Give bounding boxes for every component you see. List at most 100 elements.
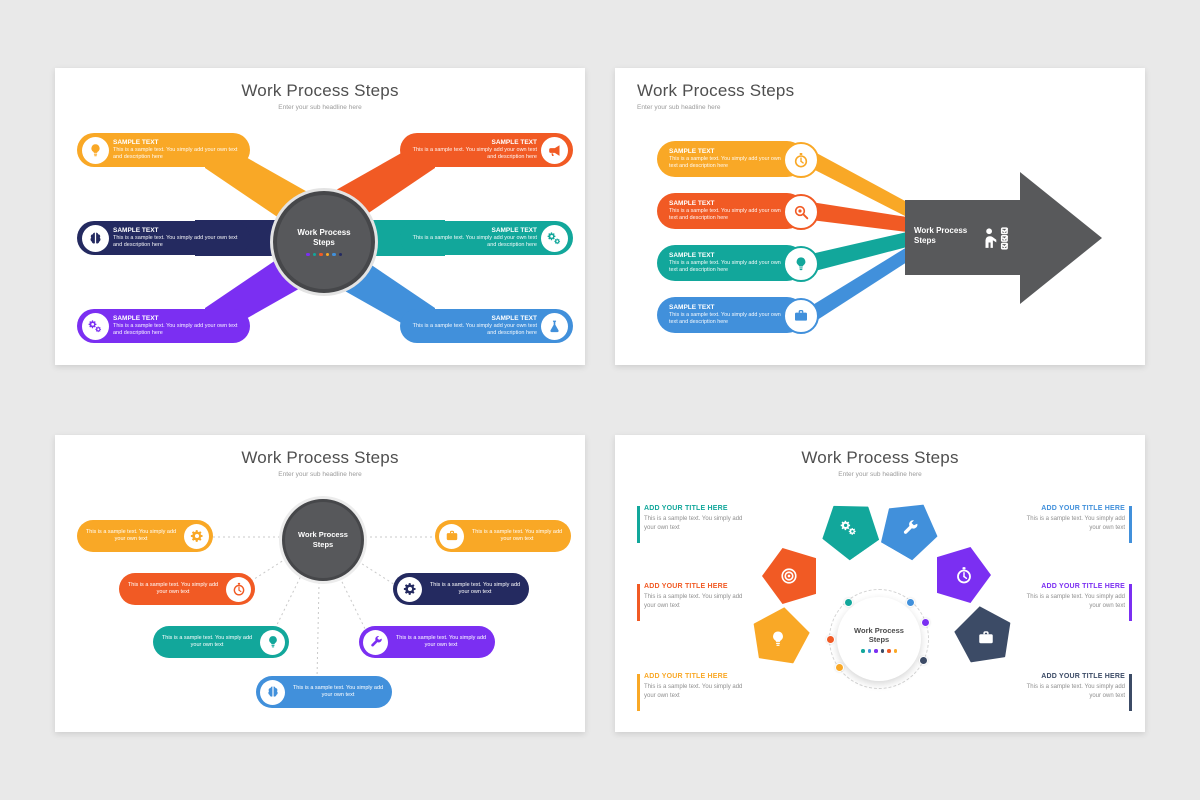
lightbulb-icon (769, 630, 787, 648)
step-text: SAMPLE TEXT This is a sample text. You s… (657, 252, 805, 274)
ring-dot (919, 656, 928, 665)
slide-title: Work Process Steps (241, 448, 399, 467)
gears-icon (840, 519, 858, 537)
center-circle: Work Process Steps (282, 499, 364, 581)
step-body: This is a sample text. You simply add yo… (127, 581, 219, 595)
block-heading: ADD YOUR TITLE HERE (1041, 673, 1125, 680)
icon-badge (260, 629, 285, 655)
step-pill: This is a sample text. You simply add yo… (435, 520, 571, 552)
step-pill: SAMPLE TEXT This is a sample text. You s… (657, 245, 819, 282)
slide-arrow-funnel-layout[interactable]: Work Process Steps Enter your sub headli… (615, 68, 1145, 365)
step-heading: SAMPLE TEXT (669, 147, 715, 155)
brain-icon (266, 685, 280, 699)
dot (880, 649, 884, 653)
pentagon-step (739, 600, 817, 678)
dot (893, 649, 897, 653)
tools-icon (901, 519, 919, 537)
step-pill: This is a sample text. You simply add yo… (77, 520, 213, 552)
dot (874, 649, 878, 653)
accent-bar (637, 674, 640, 711)
icon-badge (783, 142, 819, 178)
step-heading: SAMPLE TEXT (669, 251, 715, 259)
step-pill: SAMPLE TEXT This is a sample text. You s… (657, 193, 819, 230)
megaphone-icon (547, 143, 562, 158)
ring-dot (921, 618, 930, 627)
step-pill: SAMPLE TEXT This is a sample text. You s… (400, 221, 573, 255)
title-block: ADD YOUR TITLE HERE This is a sample tex… (1019, 673, 1132, 711)
step-pill: SAMPLE TEXT This is a sample text. You s… (400, 309, 573, 343)
slide-subtitle: Enter your sub headline here (637, 104, 721, 111)
icon-badge (783, 298, 819, 334)
step-heading: SAMPLE TEXT (113, 314, 159, 322)
center-label: Work Process Steps (297, 227, 351, 248)
title-block: ADD YOUR TITLE HERE This is a sample tex… (637, 505, 750, 543)
slide-title: Work Process Steps (801, 448, 959, 467)
step-pill: SAMPLE TEXT This is a sample text. You s… (77, 309, 250, 343)
gears-icon (547, 231, 562, 246)
icon-badge (82, 312, 109, 340)
dot (332, 252, 336, 257)
step-pill: This is a sample text. You simply add yo… (119, 573, 255, 605)
accent-bar (637, 584, 640, 621)
step-text: This is a sample text. You simply add yo… (123, 582, 223, 596)
lightbulb-icon (793, 256, 809, 272)
dot (325, 252, 329, 257)
funnel-band (811, 150, 907, 217)
slide-pentagon-cycle-layout[interactable]: Work Process Steps Enter your sub headli… (615, 435, 1145, 732)
step-body: This is a sample text. You simply add yo… (113, 234, 238, 248)
step-body: This is a sample text. You simply add yo… (669, 311, 781, 325)
step-text: SAMPLE TEXT This is a sample text. You s… (113, 227, 245, 249)
brain-icon (88, 231, 103, 246)
funnel-band (811, 232, 907, 272)
slide-subtitle: Enter your sub headline here (278, 104, 362, 111)
slide-ribbon-cross-layout[interactable]: Work Process Steps Enter your sub headli… (55, 68, 585, 365)
step-heading: SAMPLE TEXT (113, 226, 159, 234)
step-text: SAMPLE TEXT This is a sample text. You s… (405, 315, 537, 337)
step-body: This is a sample text. You simply add yo… (85, 528, 177, 542)
step-pill: This is a sample text. You simply add yo… (153, 626, 289, 658)
step-body: This is a sample text. You simply add yo… (669, 207, 781, 221)
step-body: This is a sample text. You simply add yo… (412, 146, 537, 160)
color-dots (861, 649, 897, 653)
slide-radial-spoke-layout[interactable]: Work Process Steps Enter your sub headli… (55, 435, 585, 732)
briefcase-icon (445, 529, 459, 543)
tools-icon (369, 635, 383, 649)
block-heading: ADD YOUR TITLE HERE (644, 583, 728, 590)
arrow-label: Work Process Steps (914, 226, 968, 246)
step-body: This is a sample text. You simply add yo… (292, 684, 384, 698)
block-heading: ADD YOUR TITLE HERE (1041, 505, 1125, 512)
title-block: ADD YOUR TITLE HERE This is a sample tex… (637, 673, 750, 711)
step-body: This is a sample text. You simply add yo… (395, 634, 487, 648)
icon-badge (184, 523, 209, 549)
funnel-band (811, 247, 907, 324)
dot (312, 252, 316, 257)
dot (306, 252, 310, 257)
search-icon (793, 204, 809, 220)
funnel-band (811, 202, 907, 232)
center-label: Work Process Steps (854, 625, 904, 645)
step-heading: SAMPLE TEXT (491, 226, 537, 234)
dot (867, 649, 871, 653)
step-pill: This is a sample text. You simply add yo… (359, 626, 495, 658)
step-text: SAMPLE TEXT This is a sample text. You s… (405, 139, 537, 161)
center-circle: Work Process Steps (273, 191, 375, 293)
icon-badge (783, 246, 819, 282)
title-block: ADD YOUR TITLE HERE This is a sample tex… (637, 583, 750, 621)
step-body: This is a sample text. You simply add yo… (113, 322, 238, 336)
dot (861, 649, 865, 653)
briefcase-icon (977, 629, 995, 647)
gears-icon (88, 319, 103, 334)
ring-dot (835, 663, 844, 672)
block-heading: ADD YOUR TITLE HERE (644, 673, 728, 680)
step-body: This is a sample text. You simply add yo… (161, 634, 253, 648)
dot (319, 252, 323, 257)
step-pill: SAMPLE TEXT This is a sample text. You s… (400, 133, 573, 167)
pentagon-step (947, 599, 1025, 677)
block-body: This is a sample text. You simply add yo… (644, 684, 743, 700)
ring-dot (844, 598, 853, 607)
step-pill: SAMPLE TEXT This is a sample text. You s… (657, 141, 819, 178)
title-block: ADD YOUR TITLE HERE This is a sample tex… (1019, 505, 1132, 543)
color-dots (306, 252, 342, 257)
timer-icon (955, 566, 973, 584)
step-text: This is a sample text. You simply add yo… (81, 529, 181, 543)
